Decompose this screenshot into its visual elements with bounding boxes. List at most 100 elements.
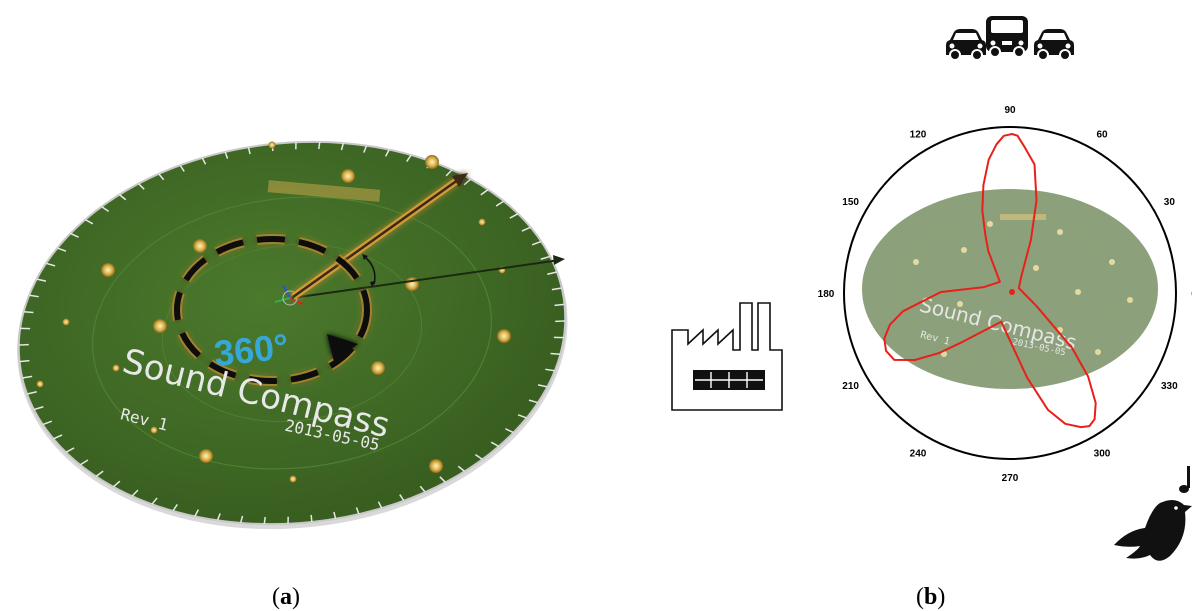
polar-board-pad: [1109, 259, 1115, 265]
panel-b: Sound Compass Rev 1 2013-05-05 030609012…: [818, 105, 1192, 484]
board-edge-tick: [363, 145, 368, 153]
polar-axis-circle: [843, 126, 1177, 460]
angle-tick-label: 240: [910, 448, 927, 459]
board-edge-tick: [29, 294, 39, 298]
board-edge-tick: [318, 141, 321, 150]
board-edge-tick: [287, 516, 289, 524]
polar-board-pad: [987, 221, 993, 227]
board-edge-tick: [480, 188, 489, 196]
board-edge-tick: [53, 434, 63, 440]
board-pad: [289, 475, 297, 483]
board-edge-tick: [79, 459, 89, 466]
board-edge-tick: [295, 142, 297, 150]
board-edge-tick: [65, 447, 75, 453]
board-edge-tick: [112, 480, 121, 488]
board-edge-tick: [377, 501, 383, 509]
angle-tick-label: 300: [1094, 448, 1111, 459]
board-pad: [478, 218, 486, 226]
board-edge-tick: [19, 359, 30, 363]
bus-icon: [986, 16, 1028, 58]
board-edge-tick: [179, 164, 185, 172]
board-edge-tick: [537, 384, 548, 388]
board-pad: [405, 277, 419, 291]
polar-board-pad: [961, 247, 967, 253]
board-edge-tick: [84, 218, 94, 225]
board-edge-tick: [45, 262, 56, 267]
board-edge-tick: [355, 507, 360, 515]
board-edge-tick: [239, 515, 244, 524]
board-edge-tick: [463, 178, 472, 186]
polar-board-background: Sound Compass Rev 1 2013-05-05: [862, 189, 1158, 389]
board-pads: [36, 141, 511, 483]
angle-tick-label: 120: [910, 130, 927, 141]
board-edge-tick: [517, 414, 527, 419]
board-edge-tick: [528, 399, 539, 404]
polar-board-pad: [913, 259, 919, 265]
car-icon: [946, 29, 986, 61]
board-edge-tick: [475, 454, 483, 460]
board-edge-tick: [158, 173, 165, 181]
board-pad: [425, 155, 439, 169]
board-edge-tick: [399, 494, 405, 502]
car-icon: [1034, 29, 1074, 61]
board-edge-tick: [551, 287, 562, 291]
board-edge-tick: [547, 271, 558, 275]
angle-tick-label: 150: [842, 197, 859, 208]
board-pad: [153, 319, 167, 333]
board-edge-tick: [201, 157, 207, 165]
polar-board-pad: [1127, 297, 1133, 303]
music-note-icon: [1179, 466, 1190, 493]
board-edge-tick: [340, 142, 345, 151]
polar-board-pad: [1033, 265, 1039, 271]
board-pad: [193, 239, 207, 253]
polar-board-pad: [1075, 289, 1081, 295]
board-edge-tick: [57, 247, 67, 252]
board-pad: [62, 318, 70, 326]
board-pad: [429, 459, 443, 473]
board-edge-tick: [20, 327, 31, 330]
header-connector: [267, 180, 381, 202]
polar-board-pad: [957, 301, 963, 307]
polar-response-curve: [883, 133, 1097, 429]
board-edge-tick: [263, 516, 266, 525]
bird-icon: [1114, 499, 1192, 561]
board-edge-tick: [194, 509, 200, 517]
board-pad: [497, 329, 511, 343]
rotation-label: 360°: [212, 326, 290, 375]
panel-b-label: (b): [916, 584, 945, 610]
board-edge-tick: [101, 206, 109, 212]
angle-tick-label: 90: [1004, 105, 1016, 116]
traffic-icons: [946, 16, 1074, 61]
board-edge-tick: [490, 441, 500, 448]
board-edge-tick: [224, 151, 229, 159]
sound-direction-arrow: [290, 173, 468, 300]
board-edge-tick: [216, 513, 221, 521]
angle-tick-label: 270: [1002, 473, 1019, 484]
board-edge-tick: [553, 336, 564, 339]
board-edge-tick: [310, 514, 313, 523]
board-edge-tick: [36, 278, 47, 282]
board-edge-tick: [118, 194, 127, 201]
reference-direction-arrow: [291, 255, 565, 299]
board-pad: [112, 364, 120, 372]
angle-tick-label: 330: [1161, 381, 1178, 392]
board-edge-tick: [95, 470, 104, 478]
board-pad: [150, 426, 158, 434]
angle-tick-label: 180: [818, 289, 835, 300]
board-edge-tick: [457, 465, 466, 472]
board-edge-tick: [131, 489, 139, 497]
board-edge-tick: [509, 213, 519, 219]
polar-board-pad: [1057, 229, 1063, 235]
board-edge-tick: [33, 406, 44, 411]
board-edge-tick: [333, 511, 337, 519]
board-pad: [371, 361, 385, 375]
board-pad: [199, 449, 213, 463]
board-edge-tick: [545, 368, 555, 372]
board-pad: [341, 169, 355, 183]
board-edge-tick: [550, 352, 561, 355]
board-edge-tick: [42, 420, 53, 426]
board-edge-tick: [505, 428, 514, 434]
board-edge-tick: [406, 154, 412, 163]
board-edge-tick: [495, 200, 505, 207]
